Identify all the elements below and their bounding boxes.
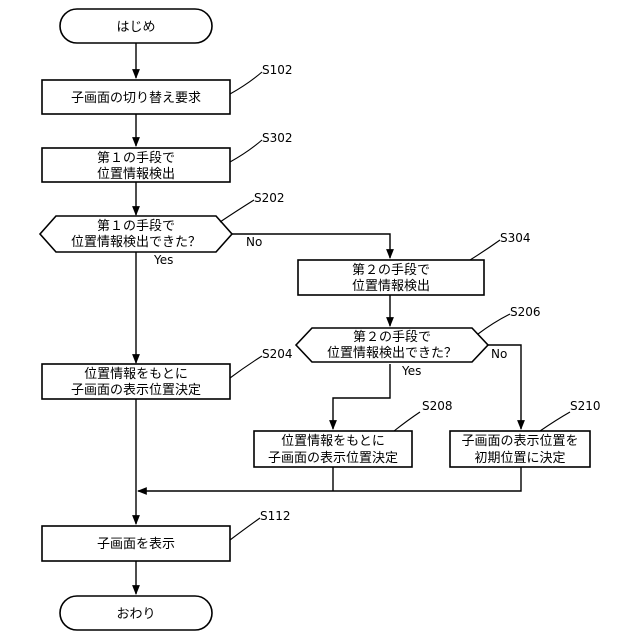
s202-label-line2: 位置情報検出できた？ [71, 235, 201, 250]
s208-leader [394, 412, 420, 431]
decision-s202: 第１の手段で 位置情報検出できた？ S202 No Yes [40, 191, 285, 267]
s204-step-label: S204 [262, 347, 293, 361]
s112-step-label: S112 [260, 509, 291, 523]
s210-step-label: S210 [570, 399, 601, 413]
s302-leader [230, 140, 262, 162]
arrow-s206-yes-to-s208 [333, 364, 390, 429]
s202-leader [220, 200, 254, 222]
s202-label-line1: 第１の手段で [97, 219, 175, 234]
s206-yes-label: Yes [401, 364, 421, 378]
s206-no-label: No [491, 347, 507, 361]
s210-label-line1: 子画面の表示位置を [461, 434, 578, 449]
end-terminal: おわり [60, 596, 212, 630]
decision-s206: 第２の手段で 位置情報検出できた？ S206 No Yes [296, 305, 541, 378]
s210-leader [540, 412, 570, 431]
arrow-s210-to-merge [138, 467, 521, 491]
process-s102: 子画面の切り替え要求 S102 [42, 63, 293, 114]
s208-label-line2: 子画面の表示位置決定 [268, 451, 398, 466]
s210-label-line2: 初期位置に決定 [474, 451, 565, 466]
s206-step-label: S206 [510, 305, 541, 319]
s304-step-label: S304 [500, 231, 531, 245]
s206-label-line1: 第２の手段で [353, 330, 431, 345]
s102-step-label: S102 [262, 63, 293, 77]
process-s112: 子画面を表示 S112 [42, 509, 291, 561]
s204-label-line1: 位置情報をもとに [84, 367, 188, 382]
s304-label-line1: 第２の手段で [352, 263, 430, 278]
s102-leader [230, 72, 262, 94]
s302-label-line1: 第１の手段で [97, 151, 175, 166]
s302-step-label: S302 [262, 131, 293, 145]
s202-yes-label: Yes [153, 253, 173, 267]
s204-label-line2: 子画面の表示位置決定 [71, 383, 201, 398]
s202-no-label: No [246, 235, 262, 249]
process-s204: 位置情報をもとに 子画面の表示位置決定 S204 [42, 347, 293, 399]
s302-label-line2: 位置情報検出 [97, 167, 175, 182]
start-terminal: はじめ [60, 9, 212, 43]
s206-leader [478, 314, 510, 334]
s208-step-label: S208 [422, 399, 453, 413]
s102-label: 子画面の切り替え要求 [71, 91, 201, 106]
s112-label: 子画面を表示 [97, 537, 175, 552]
start-label: はじめ [116, 20, 155, 35]
process-s302: 第１の手段で 位置情報検出 S302 [42, 131, 293, 182]
s304-label-line2: 位置情報検出 [352, 279, 430, 294]
s206-label-line2: 位置情報検出できた？ [327, 346, 457, 361]
connectors [136, 43, 521, 594]
s202-step-label: S202 [254, 191, 285, 205]
s304-leader [470, 240, 500, 260]
process-s210: 子画面の表示位置を 初期位置に決定 S210 [450, 399, 601, 467]
end-label: おわり [116, 607, 155, 622]
s112-leader [230, 518, 260, 540]
process-s208: 位置情報をもとに 子画面の表示位置決定 S208 [254, 399, 453, 467]
process-s304: 第２の手段で 位置情報検出 S304 [298, 231, 531, 295]
s204-leader [230, 356, 262, 378]
s208-label-line1: 位置情報をもとに [281, 434, 385, 449]
